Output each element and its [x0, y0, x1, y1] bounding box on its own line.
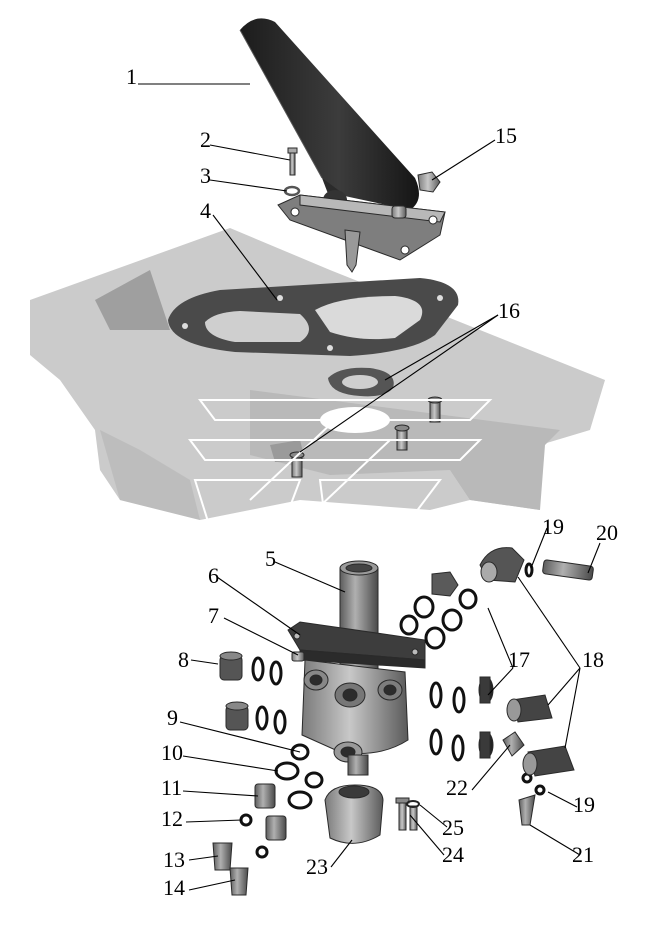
callout-4: 4: [200, 198, 211, 223]
callout-10: 10: [161, 740, 183, 765]
callout-20: 20: [596, 520, 618, 545]
right-fittings: [395, 547, 594, 831]
left-fittings: [212, 651, 287, 896]
callout-11: 11: [161, 775, 182, 800]
callout-23: 23: [306, 854, 328, 879]
washer-3: [283, 185, 301, 197]
pedal-bracket: [277, 194, 446, 273]
callout-8: 8: [178, 647, 189, 672]
callout-19-bottom: 19: [573, 792, 595, 817]
watermark-logo: [188, 399, 493, 561]
callout-16: 16: [498, 298, 520, 323]
bolt-2: [287, 147, 298, 176]
callout-12: 12: [161, 806, 183, 831]
callout-24: 24: [442, 842, 464, 867]
callout-19-top: 19: [542, 514, 564, 539]
callout-2: 2: [200, 127, 211, 152]
nut-15: [417, 171, 441, 193]
callout-5: 5: [265, 546, 276, 571]
callout-21: 21: [572, 842, 594, 867]
callout-22: 22: [446, 775, 468, 800]
leader-lines: [138, 83, 601, 891]
callout-labels: 1 2 3 4 5 6 7 8 9 10 11 12 13 14 15 16 1…: [126, 64, 618, 900]
callout-3: 3: [200, 163, 211, 188]
callout-15: 15: [495, 123, 517, 148]
callout-1: 1: [126, 64, 137, 89]
callout-7: 7: [208, 603, 219, 628]
callout-13: 13: [163, 847, 185, 872]
callout-18: 18: [582, 647, 604, 672]
callout-9: 9: [167, 705, 178, 730]
valve-body: [287, 560, 426, 776]
seal-16: [328, 367, 394, 397]
floor-gasket-4: [168, 278, 459, 356]
callout-6: 6: [208, 563, 219, 588]
bushing-23: [324, 784, 384, 844]
cab-floor-panel: [30, 228, 605, 520]
callout-25: 25: [442, 815, 464, 840]
callout-17: 17: [508, 647, 530, 672]
right-o-rings: [399, 562, 546, 796]
nut-7: [291, 651, 305, 662]
callout-14: 14: [163, 875, 185, 900]
